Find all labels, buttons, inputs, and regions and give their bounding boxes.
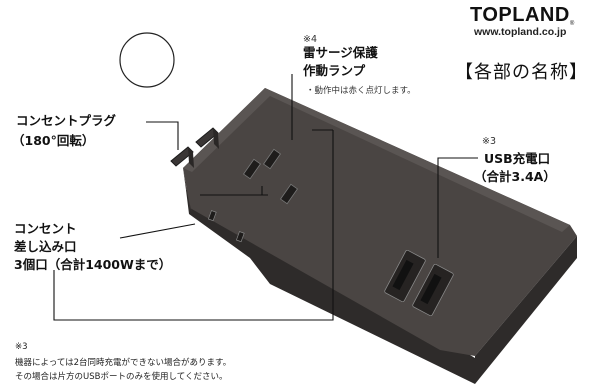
brand-name: TOPLAND: [470, 4, 570, 26]
surge-label-line2: 作動ランプ: [303, 63, 366, 78]
surge-label-line1: 雷サージ保護: [303, 45, 378, 60]
indicator-circle: [119, 32, 175, 88]
outlet-label-line1: コンセント: [14, 221, 77, 236]
outlet-callout-line: [119, 223, 196, 239]
footnote-line1: 機器によっては2台同時充電ができない場合があります。: [15, 358, 232, 368]
outlet-slots: [207, 148, 298, 243]
outlet-label-line2: 差し込み口: [14, 239, 77, 254]
plug-label-line2: （180°回転）: [12, 133, 95, 148]
usb-callout-line: [437, 157, 478, 258]
plug-label-line1: コンセントプラグ: [16, 113, 117, 128]
brand-url: www.topland.co.jp: [474, 26, 567, 38]
page-title: 【各部の名称】: [455, 62, 588, 83]
footnote-line2: その場合は片方のUSBポートのみを使用してください。: [15, 372, 228, 382]
callout-lines: [53, 74, 478, 321]
usb-label-line1: USB充電口: [484, 151, 551, 166]
outlet-label-line3: 3個口（合計1400Wまで）: [14, 257, 172, 272]
brand-reg-mark: ®: [569, 21, 575, 27]
surge-note-mark: ※4: [303, 34, 318, 45]
plug-prongs: [170, 127, 219, 168]
plug-callout-line: [146, 121, 179, 150]
usb-ports: [384, 249, 454, 317]
outlet-bracket-line: [53, 130, 334, 321]
usb-note-mark: ※3: [482, 136, 497, 147]
surge-label-sub: ・動作中は赤く点灯します。: [306, 86, 416, 96]
power-strip-body: [183, 88, 577, 384]
usb-label-line2: （合計3.4A）: [474, 169, 556, 184]
brand-logo: TOPLAND®: [470, 4, 575, 27]
footnote-mark: ※3: [15, 342, 28, 352]
